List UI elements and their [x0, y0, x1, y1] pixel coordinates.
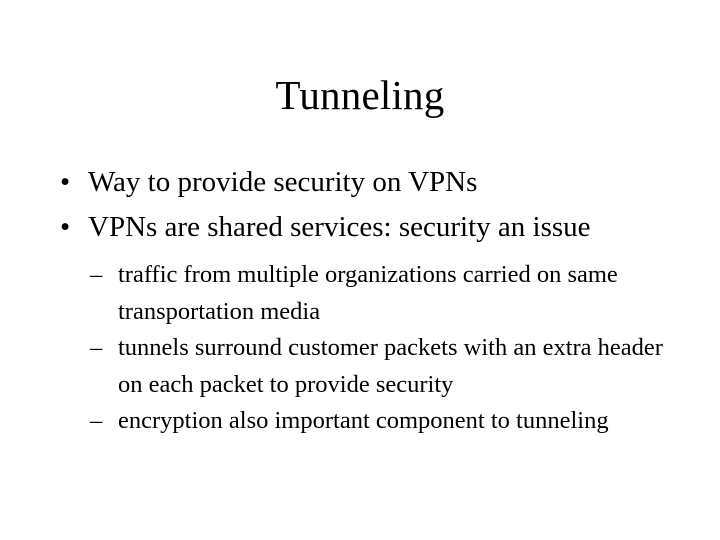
bullet-item-level1: • VPNs are shared services: security an …: [48, 205, 688, 250]
sub-bullet-text: encryption also important component to t…: [118, 407, 609, 434]
bullet-item-level2: – traffic from multiple organizations ca…: [48, 257, 688, 330]
bullet-dash-icon: –: [90, 407, 103, 434]
bullet-item-level2: – encryption also important component to…: [48, 403, 688, 440]
sub-bullet-text: tunnels surround customer packets with a…: [118, 334, 663, 398]
bullet-text: Way to provide security on VPNs: [88, 166, 478, 198]
slide-title: Tunneling: [275, 72, 445, 118]
bullet-dash-icon: –: [90, 261, 103, 288]
bullet-dot-icon: •: [60, 211, 71, 243]
bullet-item-level2: – tunnels surround customer packets with…: [48, 330, 688, 403]
slide-body: • Way to provide security on VPNs • VPNs…: [48, 160, 688, 440]
bullet-dot-icon: •: [60, 166, 71, 198]
bullet-text: VPNs are shared services: security an is…: [88, 211, 591, 243]
bullet-item-level1: • Way to provide security on VPNs: [48, 160, 688, 205]
sub-bullet-text: traffic from multiple organizations carr…: [118, 261, 618, 325]
bullet-dash-icon: –: [90, 334, 103, 361]
sub-bullet-list: – traffic from multiple organizations ca…: [48, 257, 688, 440]
